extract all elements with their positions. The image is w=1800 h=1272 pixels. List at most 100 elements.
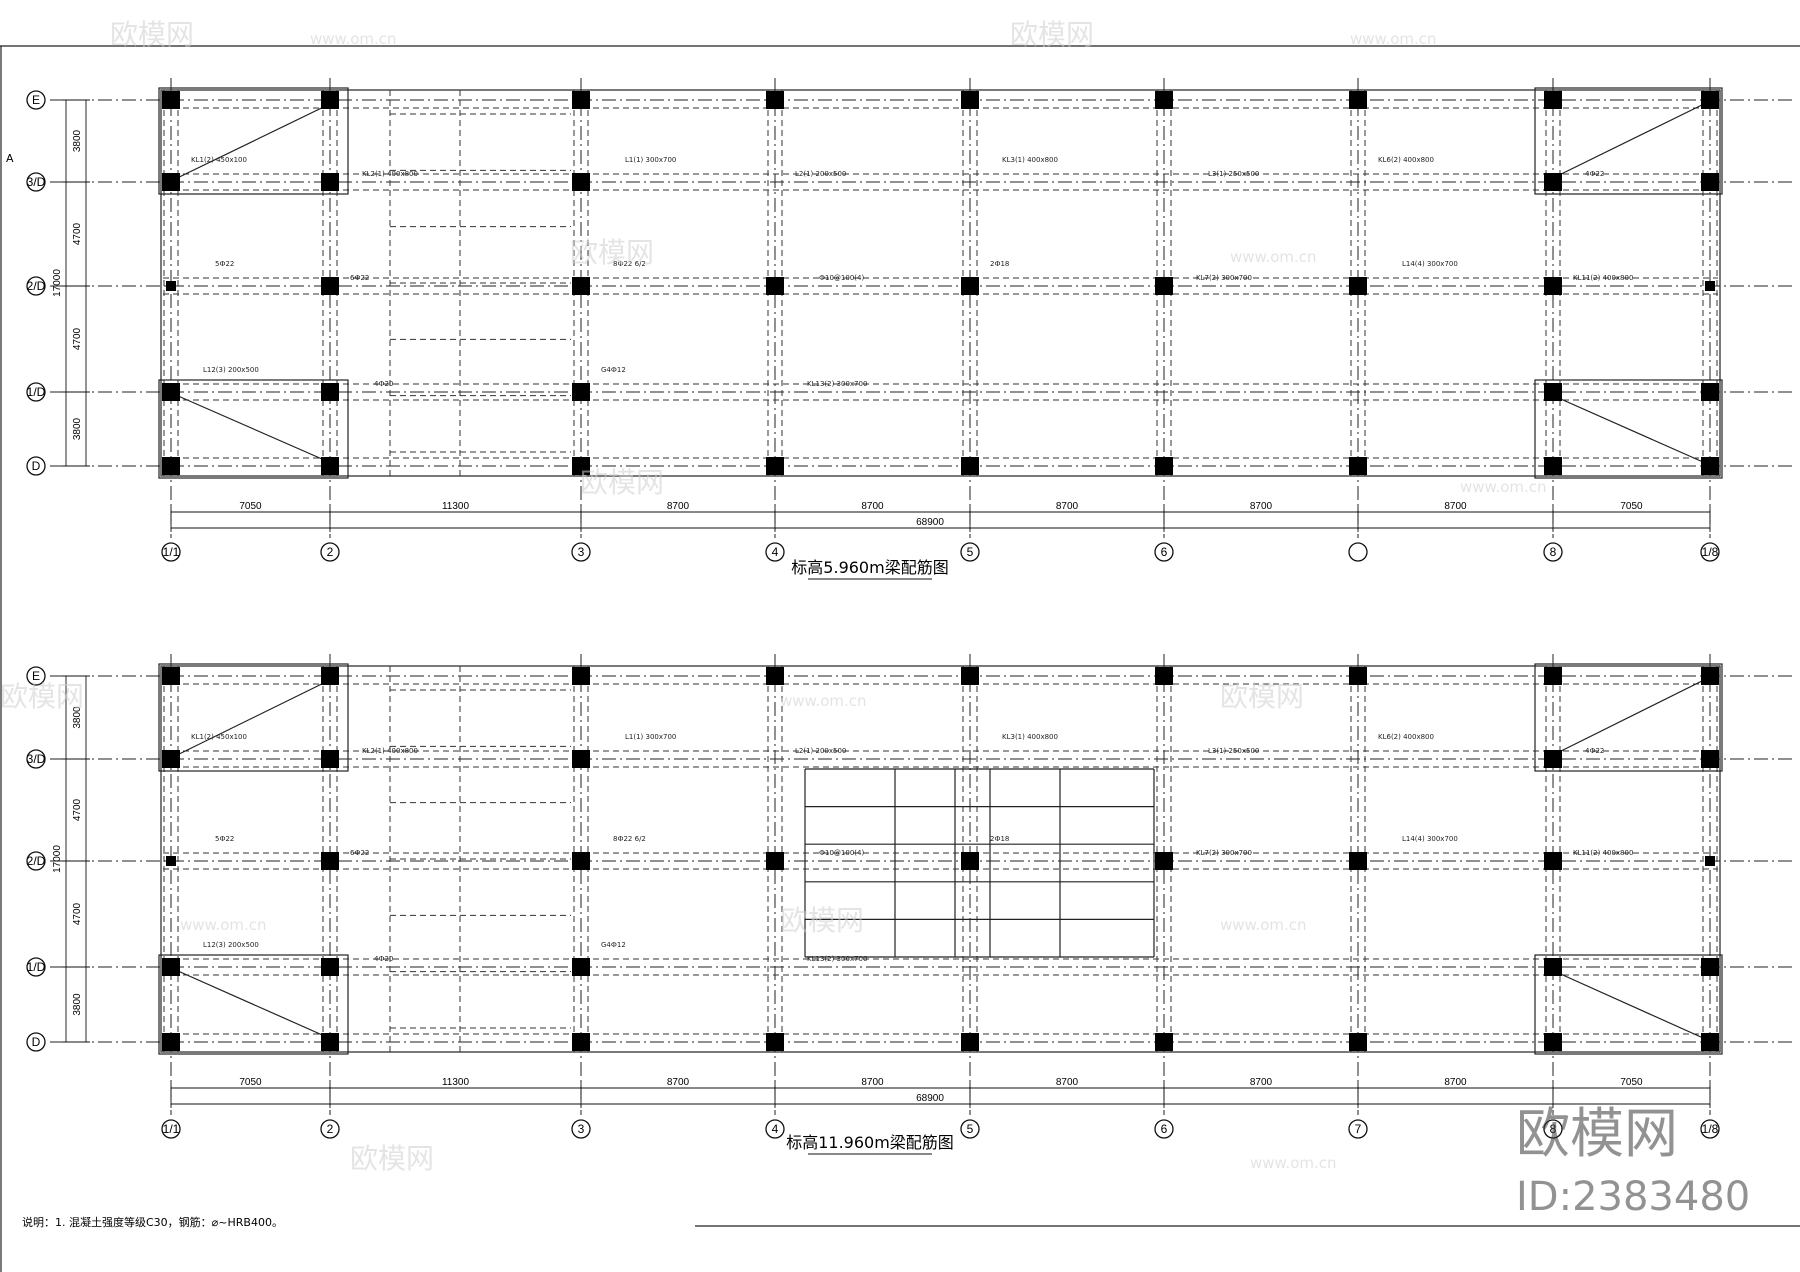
axis-label-column: 7 bbox=[1355, 1122, 1362, 1136]
dimension-text-span: 7050 bbox=[239, 1077, 262, 1088]
dimension-text-span: 8700 bbox=[667, 501, 690, 512]
stair-diagonal bbox=[1544, 99, 1713, 183]
perimeter-beam bbox=[160, 89, 1721, 477]
beam-annotation: Ф10@100(4) bbox=[819, 274, 864, 282]
stair-diagonal bbox=[1544, 966, 1713, 1043]
axis-bubble-column bbox=[1543, 1119, 1563, 1139]
column bbox=[1544, 1033, 1562, 1051]
beam-annotation: 5Ф22 bbox=[215, 260, 234, 268]
column bbox=[961, 277, 979, 295]
beam-annotation: KL13(2) 300x700 bbox=[807, 380, 867, 388]
dimension-text-span: 8700 bbox=[1250, 501, 1273, 512]
general-notes: 说明：1. 混凝土强度等级C30，钢筋：⌀~HRB400。 bbox=[22, 1215, 283, 1229]
column bbox=[766, 1033, 784, 1051]
axis-bubble-column bbox=[765, 542, 785, 562]
stair-box bbox=[1534, 954, 1723, 1055]
column bbox=[1544, 383, 1562, 401]
dimension-text-span: 11300 bbox=[442, 501, 470, 512]
column bbox=[1349, 667, 1367, 685]
column bbox=[162, 91, 180, 109]
beam-annotation: L2(1) 200x500 bbox=[795, 747, 846, 755]
sheet-frame bbox=[0, 45, 1800, 1272]
column bbox=[1544, 667, 1562, 685]
watermark-url: www.om.cn bbox=[1460, 478, 1547, 496]
column bbox=[572, 1033, 590, 1051]
column bbox=[1701, 1033, 1719, 1051]
column bbox=[162, 383, 180, 401]
axis-bubble-row bbox=[26, 1032, 46, 1052]
axis-label-column: 3 bbox=[578, 1122, 585, 1136]
dimension-total-horizontal: 68900 bbox=[916, 517, 944, 528]
axis-bubble-column bbox=[1700, 542, 1720, 562]
axis-bubble-row bbox=[26, 851, 46, 871]
dimension-total-vertical: 17000 bbox=[52, 845, 63, 873]
beam-annotation: KL2(1) 400x800 bbox=[362, 747, 418, 755]
beam-annotation: KL6(2) 400x800 bbox=[1378, 156, 1434, 164]
column bbox=[572, 173, 590, 191]
column bbox=[572, 277, 590, 295]
beam-annotation: KL2(1) 400x800 bbox=[362, 170, 418, 178]
axis-bubble-column bbox=[1543, 542, 1563, 562]
watermark-brand: 欧模网 bbox=[1010, 18, 1094, 51]
axis-bubble-column bbox=[1154, 1119, 1174, 1139]
column bbox=[572, 383, 590, 401]
column bbox=[572, 750, 590, 768]
column bbox=[1544, 958, 1562, 976]
dimension-text-vertical: 4700 bbox=[72, 902, 83, 925]
axis-bubble-column bbox=[765, 1119, 785, 1139]
beam-annotation: KL3(1) 400x800 bbox=[1002, 156, 1058, 164]
beam-annotation: L14(4) 300x700 bbox=[1402, 835, 1458, 843]
column bbox=[321, 277, 339, 295]
beam-annotation: KL11(2) 400x800 bbox=[1573, 274, 1633, 282]
column bbox=[961, 91, 979, 109]
stair-diagonal bbox=[1544, 391, 1713, 467]
column bbox=[321, 383, 339, 401]
column bbox=[166, 856, 176, 866]
axis-bubble-column bbox=[960, 542, 980, 562]
watermark-url: www.om.cn bbox=[780, 692, 867, 710]
beam-annotation: KL7(2) 300x700 bbox=[1196, 849, 1252, 857]
watermark-brand: 欧模网 bbox=[570, 236, 654, 269]
axis-label-row: D bbox=[32, 459, 41, 473]
axis-label-column: 5 bbox=[967, 545, 974, 559]
column bbox=[321, 750, 339, 768]
axis-label-column: 2 bbox=[327, 545, 334, 559]
axis-label-row: 1/D bbox=[27, 385, 46, 399]
column bbox=[1349, 457, 1367, 475]
dimension-text-span: 8700 bbox=[1250, 1077, 1273, 1088]
watermark-url: www.om.cn bbox=[310, 30, 397, 48]
stair-box bbox=[1534, 663, 1723, 772]
axis-bubble-column bbox=[1348, 542, 1368, 562]
column bbox=[1544, 173, 1562, 191]
side-mark: A bbox=[6, 152, 14, 165]
beam-annotation: 8Ф22 6/2 bbox=[613, 835, 646, 843]
axis-label-column: 2 bbox=[327, 1122, 334, 1136]
column bbox=[1349, 1033, 1367, 1051]
axis-label-column: 4 bbox=[772, 545, 779, 559]
beam-annotation: L2(1) 200x500 bbox=[795, 170, 846, 178]
watermark-brand: 欧模网 bbox=[780, 904, 864, 937]
beam-annotation: L1(1) 300x700 bbox=[625, 156, 676, 164]
column bbox=[321, 958, 339, 976]
beam-annotation: KL7(2) 300x700 bbox=[1196, 274, 1252, 282]
column bbox=[321, 852, 339, 870]
column bbox=[1155, 852, 1173, 870]
stair-diagonal bbox=[168, 99, 339, 183]
axis-label-column: 5 bbox=[967, 1122, 974, 1136]
column bbox=[961, 457, 979, 475]
column bbox=[766, 91, 784, 109]
beam-annotation: 4Ф20 bbox=[374, 955, 393, 963]
dimension-text-span: 7050 bbox=[1620, 501, 1643, 512]
watermark-url: www.om.cn bbox=[180, 916, 267, 934]
column bbox=[321, 1033, 339, 1051]
column bbox=[572, 457, 590, 475]
beam-annotation: KL6(2) 400x800 bbox=[1378, 733, 1434, 741]
beam-annotation: 4Ф22 bbox=[1585, 747, 1604, 755]
column bbox=[961, 667, 979, 685]
dimension-text-vertical: 4700 bbox=[72, 327, 83, 350]
column bbox=[1544, 457, 1562, 475]
axis-bubble-row bbox=[26, 456, 46, 476]
beam-annotation: L12(3) 200x500 bbox=[203, 366, 259, 374]
